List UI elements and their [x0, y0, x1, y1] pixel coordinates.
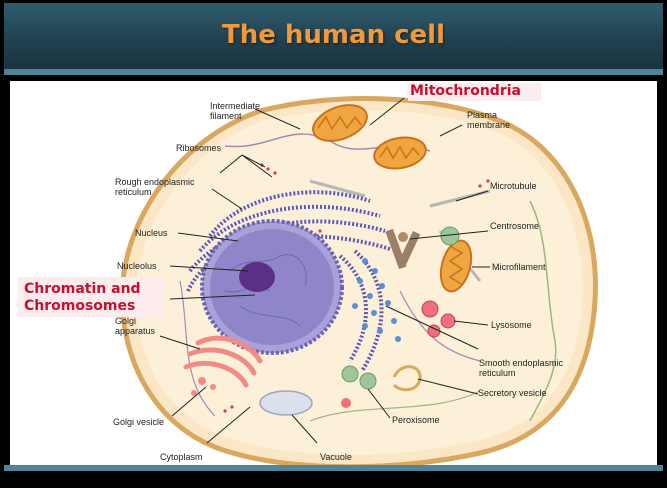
vacuole-shape	[260, 391, 312, 415]
label-line: Intermediate	[210, 101, 260, 111]
label-line: apparatus	[115, 326, 156, 336]
nucleus-shape	[210, 229, 334, 345]
label-nucleolus: Nucleolus	[117, 261, 157, 271]
label-nucleus: Nucleus	[135, 228, 168, 238]
label-line: Microfilament	[492, 262, 546, 272]
title-bar-stripe	[4, 69, 663, 75]
label-line: Smooth endoplasmic	[479, 358, 564, 368]
cell-diagram: IntermediatefilamentRibosomesRough endop…	[10, 81, 657, 465]
label-line: Cytoplasm	[160, 452, 203, 462]
nucleolus-shape	[239, 262, 275, 292]
label-plasma-membrane: Plasmamembrane	[467, 110, 510, 130]
label-line: membrane	[467, 120, 510, 130]
label-line: filament	[210, 111, 242, 121]
label-line: Nucleolus	[117, 261, 157, 271]
label-microfilament: Microfilament	[492, 262, 546, 272]
label-centrosome: Centrosome	[490, 221, 539, 231]
label-line: Rough endoplasmic	[115, 177, 195, 187]
label-line: Secretory vesicle	[478, 388, 547, 398]
label-line: reticulum	[115, 187, 152, 197]
label-golgi-vesicle: Golgi vesicle	[113, 417, 164, 427]
title-bar: The human cell	[4, 3, 663, 75]
label-lysosome: Lysosome	[491, 320, 532, 330]
label-line: reticulum	[479, 368, 516, 378]
highlight-mitochondria: Mitochrondria	[410, 83, 521, 99]
slide-title: The human cell	[4, 20, 663, 50]
label-line: Plasma	[467, 110, 497, 120]
secretory-vesicle-shape	[394, 367, 420, 390]
peroxisome-shape	[341, 398, 351, 408]
peroxisome-shape	[342, 366, 358, 382]
label-line: Nucleus	[135, 228, 168, 238]
label-line: Centrosome	[490, 221, 539, 231]
label-line: Golgi vesicle	[113, 417, 164, 427]
label-line: Golgi	[115, 316, 136, 326]
highlight-line: Mitochrondria	[410, 83, 521, 99]
diagram-panel: IntermediatefilamentRibosomesRough endop…	[10, 81, 657, 465]
highlight-line: Chromosomes	[24, 298, 135, 314]
label-line: Peroxisome	[392, 415, 440, 425]
panel-stripe	[4, 465, 663, 471]
label-vacuole: Vacuole	[320, 452, 352, 462]
label-ribosomes: Ribosomes	[176, 143, 222, 153]
highlight-line: Chromatin and	[24, 281, 141, 297]
label-line: Lysosome	[491, 320, 532, 330]
label-line: Ribosomes	[176, 143, 222, 153]
label-secretory-vesicle: Secretory vesicle	[478, 388, 547, 398]
highlight-chromatin: Chromatin andChromosomes	[24, 281, 141, 314]
label-cytoplasm: Cytoplasm	[160, 452, 203, 462]
label-peroxisome: Peroxisome	[392, 415, 440, 425]
label-line: Microtubule	[490, 181, 537, 191]
label-line: Vacuole	[320, 452, 352, 462]
peroxisome-shape	[360, 373, 376, 389]
label-microtubule: Microtubule	[490, 181, 537, 191]
